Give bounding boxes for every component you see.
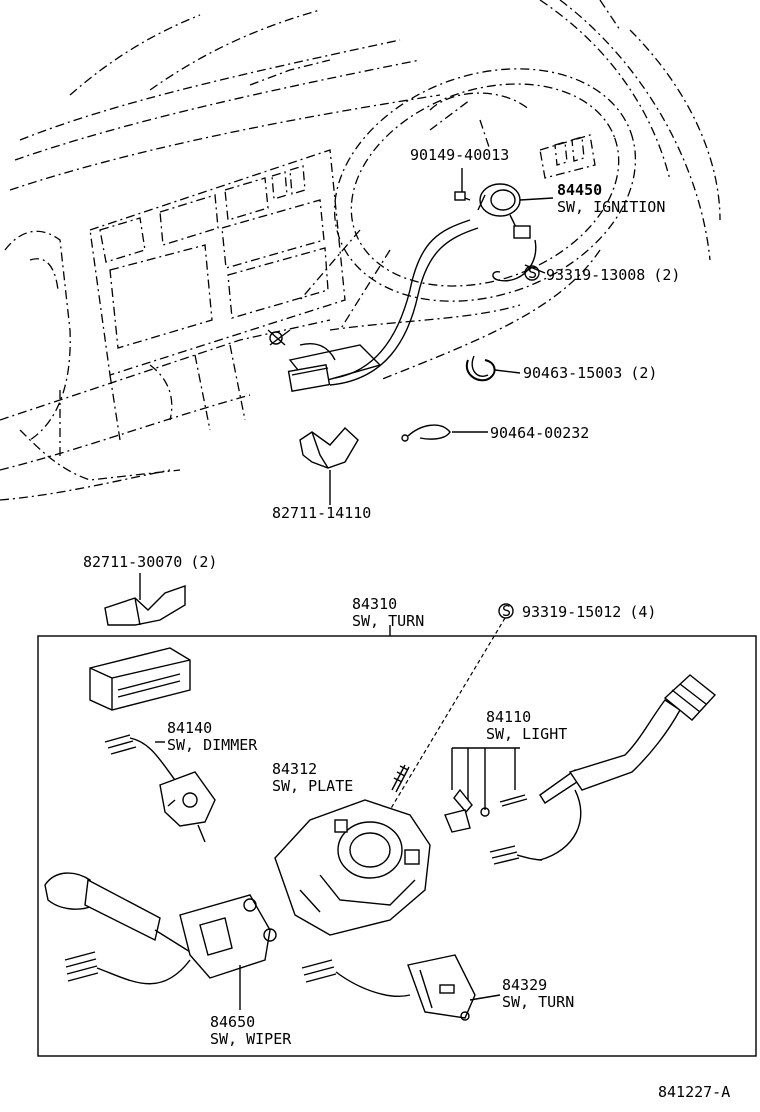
part-84110-number: 84110 <box>486 708 531 726</box>
part-84329-name: SW, TURN <box>502 993 574 1011</box>
wire-clip-icon <box>401 424 451 442</box>
s-symbol-93319a: S <box>524 264 540 282</box>
figure-id: 841227-A <box>658 1083 730 1101</box>
part-93319b-qty: (4) <box>629 603 656 621</box>
part-84312-name: SW, PLATE <box>272 777 353 795</box>
clamp-loop-icon <box>492 239 537 282</box>
column-harness-icon <box>267 219 479 392</box>
part-90463-number: 90463-15003 <box>523 364 622 382</box>
part-84450-name: SW, IGNITION <box>557 198 665 216</box>
dashboard-outline-icon <box>0 0 721 501</box>
part-84110-name: SW, LIGHT <box>486 725 567 743</box>
part-93319a-number: 93319-13008 <box>546 266 645 284</box>
connector-icon <box>89 647 191 711</box>
part-82711a-label: 82711-14110 <box>272 504 371 522</box>
plate-screw-icon <box>391 764 410 793</box>
turn-switch-84329-icon <box>301 954 476 1021</box>
light-switch-lever-icon <box>489 674 717 865</box>
part-84310-number: 84310 <box>352 595 397 613</box>
steering-wheel-icon <box>299 68 637 381</box>
part-93319b-number: 93319-15012 <box>522 603 621 621</box>
part-84310-name: SW, TURN <box>352 612 424 630</box>
light-switch-parts-icon <box>444 747 528 833</box>
wire-clip-30070-icon <box>104 585 186 626</box>
wire-clip-14110-icon <box>299 427 359 469</box>
svg-text:S: S <box>502 602 511 620</box>
part-84140-number: 84140 <box>167 719 212 737</box>
part-82711b-label: 82711-30070 (2) <box>83 553 217 571</box>
part-84650-number: 84650 <box>210 1013 255 1031</box>
part-84650-name: SW, WIPER <box>210 1030 292 1048</box>
part-90463-label: 90463-15003 (2) <box>523 364 657 382</box>
part-90464-label: 90464-00232 <box>490 424 589 442</box>
part-84450-number: 84450 <box>557 181 602 199</box>
dimmer-switch-icon <box>104 734 216 843</box>
s-symbol-93319b: S <box>498 602 514 620</box>
part-93319a-qty: (2) <box>653 266 680 284</box>
part-84140-name: SW, DIMMER <box>167 736 258 754</box>
part-82711b-qty: (2) <box>190 553 217 571</box>
part-90149-label: 90149-40013 <box>410 146 509 164</box>
turn-switch-body-icon <box>274 799 431 936</box>
part-90463-qty: (2) <box>630 364 657 382</box>
combination-switch-box <box>37 635 757 1057</box>
part-93319b-label: 93319-15012 (4) <box>522 603 656 621</box>
svg-text:S: S <box>528 264 537 282</box>
part-84329-number: 84329 <box>502 976 547 994</box>
band-clamp-icon <box>465 355 496 382</box>
part-93319a-label: 93319-13008 (2) <box>546 266 680 284</box>
ignition-switch-icon <box>454 183 531 239</box>
part-84312-number: 84312 <box>272 760 317 778</box>
part-82711b-number: 82711-30070 <box>83 553 182 571</box>
wiper-switch-icon <box>44 872 277 985</box>
leader-lines <box>139 168 554 1010</box>
